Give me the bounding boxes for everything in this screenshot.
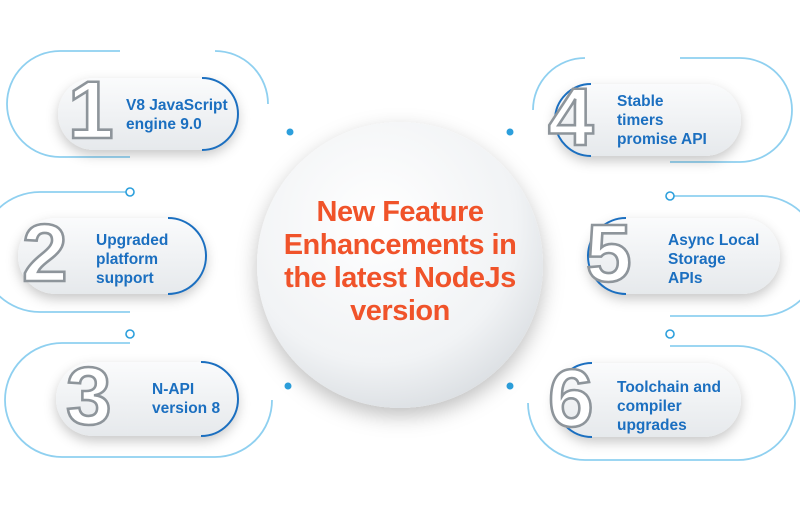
- center-title-line-2: Enhancements in: [283, 229, 517, 261]
- center-title-line-3: the latest NodeJs: [284, 262, 516, 294]
- feature-5-line-2: Storage: [668, 251, 726, 268]
- feature-2-number: 2: [21, 208, 69, 299]
- feature-4-line-3: promise API: [617, 131, 707, 148]
- feature-5-line-1: Async Local: [668, 232, 760, 249]
- feature-5-line-3: APIs: [668, 270, 703, 287]
- feature-5-number: 5: [585, 208, 633, 299]
- pill-2: [18, 217, 207, 295]
- feature-6-line-1: Toolchain and: [617, 379, 721, 396]
- feature-3-line-1: N-API: [152, 381, 195, 398]
- feature-4-line-1: Stable: [617, 93, 664, 110]
- pill-3: [56, 361, 239, 437]
- feature-2-line-3: support: [96, 270, 154, 287]
- outline-arcs-left: [0, 50, 273, 458]
- center-title-line-4: version: [350, 295, 450, 327]
- feature-4-line-2: timers: [617, 112, 664, 129]
- outline-arcs-right: [527, 57, 800, 461]
- feature-1-line-2: engine 9.0: [126, 116, 202, 133]
- feature-1-label: V8 JavaScript engine 9.0: [126, 96, 228, 134]
- connector-dots: [125, 128, 675, 390]
- feature-4-number: 4: [547, 72, 595, 163]
- pill-6: [554, 362, 741, 438]
- feature-6-line-2: compiler: [617, 398, 682, 415]
- feature-6-number: 6: [547, 353, 595, 444]
- feature-6-line-3: upgrades: [617, 417, 687, 434]
- feature-2-line-2: platform: [96, 251, 158, 268]
- center-title-line-1: New Feature: [316, 196, 484, 228]
- feature-2-label: Upgraded platform support: [96, 231, 168, 288]
- pill-1: [58, 77, 239, 151]
- feature-1-number: 1: [67, 65, 115, 156]
- center-circle: [257, 122, 543, 408]
- feature-5-label: Async Local Storage APIs: [668, 231, 759, 288]
- pill-5: [587, 217, 780, 295]
- feature-3-line-2: version 8: [152, 400, 221, 417]
- feature-2-line-1: Upgraded: [96, 232, 169, 249]
- feature-3-label: N-API version 8: [152, 380, 220, 418]
- pill-4: [554, 83, 741, 157]
- feature-4-label: Stable timers promise API: [617, 92, 707, 149]
- center-title: New Feature Enhancements in the latest N…: [268, 196, 532, 328]
- feature-3-number: 3: [65, 351, 113, 442]
- feature-6-label: Toolchain and compiler upgrades: [617, 378, 721, 435]
- feature-1-line-1: V8 JavaScript: [126, 97, 228, 114]
